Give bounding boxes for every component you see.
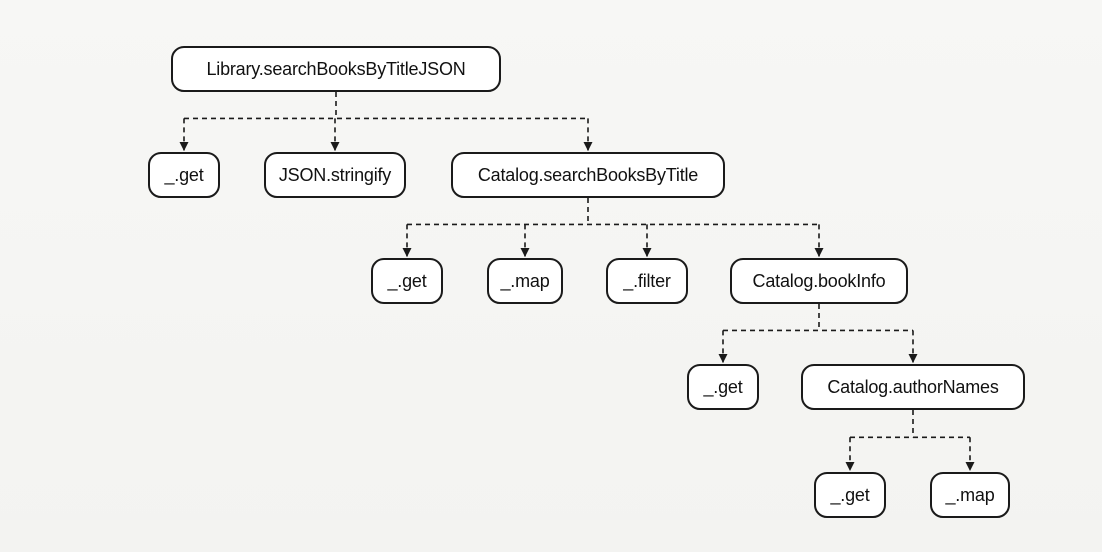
node-get: _.get	[687, 364, 759, 410]
node-get: _.get	[371, 258, 443, 304]
node-map: _.map	[930, 472, 1010, 518]
node-json-stringify: JSON.stringify	[264, 152, 406, 198]
node-filter: _.filter	[606, 258, 688, 304]
node-map: _.map	[487, 258, 563, 304]
node-catalog-searchbooksbytitle: Catalog.searchBooksByTitle	[451, 152, 725, 198]
node-library-searchbooksbytitlejson: Library.searchBooksByTitleJSON	[171, 46, 501, 92]
node-catalog-authornames: Catalog.authorNames	[801, 364, 1025, 410]
node-get: _.get	[814, 472, 886, 518]
node-catalog-bookinfo: Catalog.bookInfo	[730, 258, 908, 304]
node-get: _.get	[148, 152, 220, 198]
